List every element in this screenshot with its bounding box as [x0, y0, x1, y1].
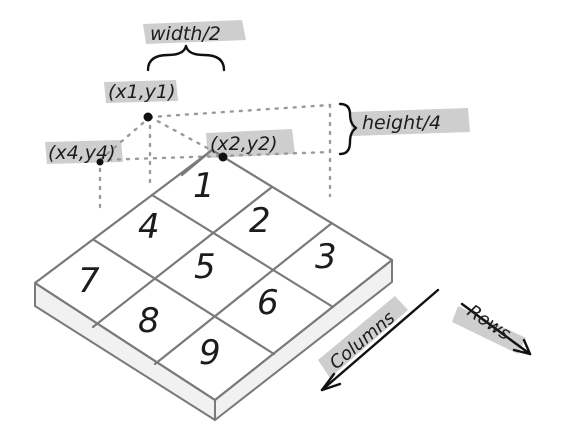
tile-9: 9 — [199, 333, 221, 373]
tile-numbers: 1 2 3 4 5 6 7 8 9 — [78, 166, 337, 373]
marker-highlights — [45, 20, 526, 378]
tile-7: 7 — [78, 261, 100, 301]
point-2-dot — [218, 152, 228, 162]
tile-3: 3 — [315, 237, 337, 277]
tile-8: 8 — [138, 301, 160, 341]
tile-4: 4 — [138, 207, 160, 247]
point-4-dot — [96, 158, 104, 166]
construction-lines — [98, 103, 332, 214]
point-1-label: (x1,y1) — [108, 81, 176, 103]
tile-grid — [33, 148, 394, 402]
point-1-dot — [143, 112, 153, 122]
height-label: height/4 — [362, 112, 441, 134]
tile-1: 1 — [193, 166, 215, 206]
width-label: width/2 — [150, 23, 221, 45]
tile-2: 2 — [249, 201, 271, 241]
corner-points — [96, 112, 228, 166]
tile-6: 6 — [257, 283, 279, 323]
width-brace-icon — [146, 44, 226, 72]
point-4-label: (x4,y4) — [48, 142, 116, 164]
point-2-label: (x2,y2) — [210, 133, 278, 155]
height-brace-icon — [338, 102, 358, 156]
tile-5: 5 — [194, 247, 216, 287]
